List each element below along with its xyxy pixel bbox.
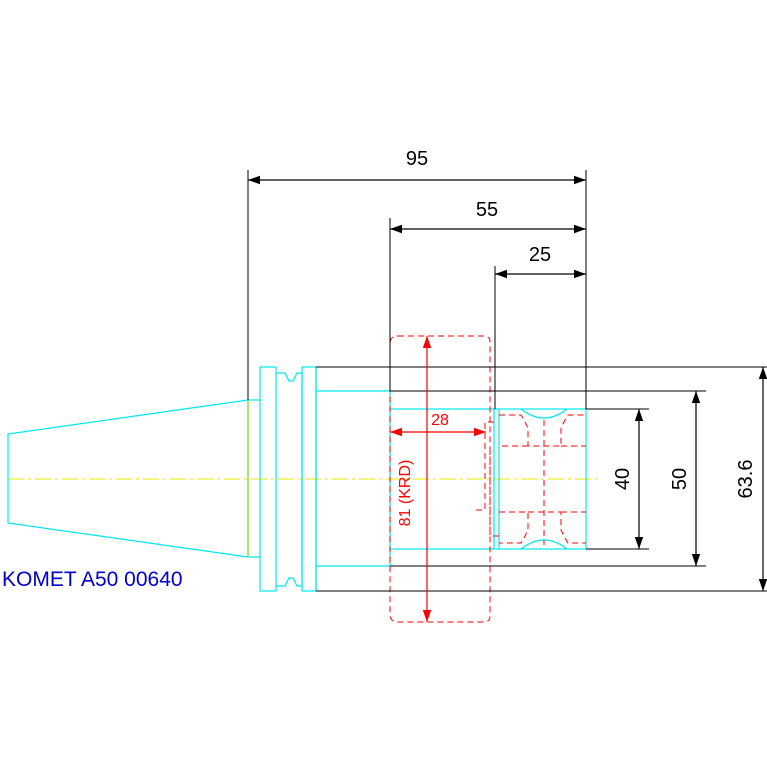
- dim-55-label: 55: [476, 199, 498, 221]
- body-top: [316, 390, 391, 409]
- pocket-top: [499, 414, 586, 447]
- bore-top: [475, 421, 494, 511]
- tool-label: KOMET A50 00640: [2, 568, 183, 591]
- body-bottom: [316, 549, 391, 567]
- dim-95-label: 95: [406, 148, 428, 170]
- dim-50-label: 50: [669, 468, 691, 490]
- pocket-bottom: [499, 511, 529, 544]
- dimension-lines: [248, 175, 767, 591]
- taper-shank: [7, 399, 249, 558]
- bore-bottom: [489, 447, 499, 537]
- dim-81-label: 81 (KRD): [397, 460, 414, 527]
- dim-63-label: 63.6: [735, 460, 757, 499]
- red-dimension-lines: [390, 336, 486, 622]
- dim-25-label: 25: [529, 244, 551, 266]
- dim-40-label: 40: [612, 468, 634, 490]
- extension-lines: [247, 170, 767, 592]
- dim-28-label: 28: [431, 412, 449, 429]
- insert-seat-top: [520, 408, 568, 419]
- flange-disc: [259, 366, 277, 592]
